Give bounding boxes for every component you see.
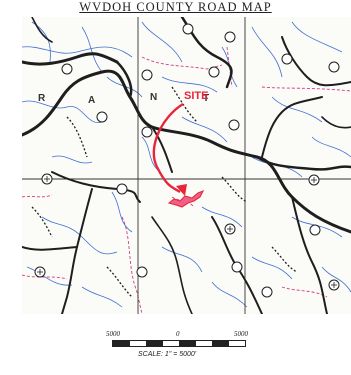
map-frame: R A N T SITE	[22, 17, 351, 314]
region-letter-a: A	[88, 95, 95, 106]
site-arrow	[152, 102, 184, 194]
region-letter-r: R	[38, 93, 46, 104]
minor-roads	[31, 86, 298, 298]
region-letter-n: N	[150, 92, 157, 103]
scale-bar	[112, 340, 246, 347]
site-arrowhead	[176, 184, 187, 196]
site-label: SITE	[184, 90, 208, 102]
route-shield-crosses	[37, 176, 337, 288]
streams	[22, 21, 351, 308]
roads	[22, 17, 351, 314]
scale-tick-left: 5000	[106, 330, 120, 338]
grid-lines	[22, 17, 351, 314]
route-shields	[34, 23, 340, 298]
scale-tick-center: 0	[176, 330, 180, 338]
map-title: WVDOH COUNTY ROAD MAP	[79, 0, 272, 14]
scale-bar-group: 5000 0 5000 SCALE: 1" = 5000'	[100, 330, 270, 370]
county-road-map: R A N T SITE	[22, 17, 351, 314]
scale-text: SCALE: 1" = 5000'	[138, 351, 197, 358]
site-boundary	[167, 189, 205, 208]
scale-tick-right: 5000	[234, 330, 248, 338]
region-letter-t: T	[203, 93, 209, 104]
